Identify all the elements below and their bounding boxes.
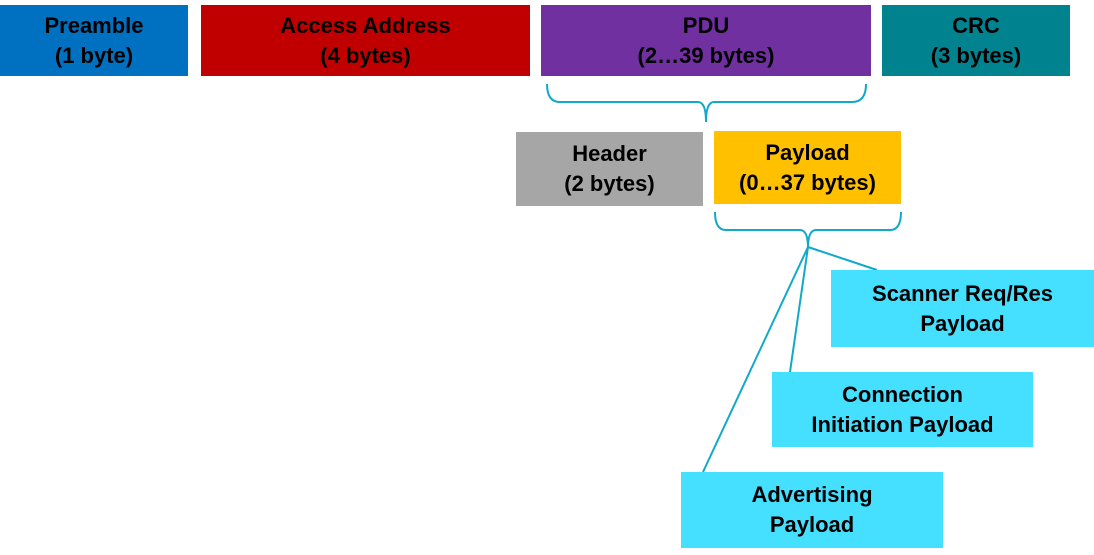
line-to-scanner bbox=[807, 246, 878, 271]
payload-type-line2: Initiation Payload bbox=[811, 411, 994, 437]
pdu-field: PDU (2…39 bytes) bbox=[541, 5, 871, 76]
header-field: Header (2 bytes) bbox=[516, 132, 703, 206]
payload-type-line2: Payload bbox=[769, 512, 855, 537]
field-name: CRC bbox=[952, 12, 1000, 38]
payload-field: Payload (0…37 bytes) bbox=[714, 131, 901, 204]
field-name: Preamble bbox=[44, 12, 144, 38]
field-size: (0…37 bytes) bbox=[739, 169, 876, 195]
field-name: Payload bbox=[765, 139, 850, 165]
payload-type-line1: Advertising bbox=[751, 482, 873, 507]
payload-brace bbox=[714, 211, 902, 249]
connection-payload: Connection Initiation Payload bbox=[772, 372, 1033, 447]
field-size: (2 bytes) bbox=[564, 171, 655, 196]
field-name: PDU bbox=[682, 12, 730, 38]
field-size: (2…39 bytes) bbox=[637, 42, 775, 68]
pdu-brace bbox=[546, 83, 867, 123]
access-address-field: Access Address (4 bytes) bbox=[201, 5, 530, 76]
advertising-payload: Advertising Payload bbox=[681, 472, 943, 548]
crc-field: CRC (3 bytes) bbox=[882, 5, 1070, 76]
field-name: Access Address bbox=[280, 12, 451, 38]
field-size: (1 byte) bbox=[54, 42, 134, 68]
scanner-payload: Scanner Req/Res Payload bbox=[831, 270, 1094, 347]
field-size: (3 bytes) bbox=[930, 42, 1022, 68]
field-size: (4 bytes) bbox=[320, 42, 411, 68]
preamble-field: Preamble (1 byte) bbox=[0, 5, 188, 76]
payload-type-line2: Payload bbox=[920, 310, 1005, 336]
field-name: Header bbox=[572, 141, 647, 166]
line-to-connection bbox=[789, 246, 809, 373]
line-to-advertising bbox=[702, 246, 809, 473]
payload-type-line1: Connection bbox=[842, 381, 963, 407]
payload-type-line1: Scanner Req/Res bbox=[872, 280, 1053, 306]
